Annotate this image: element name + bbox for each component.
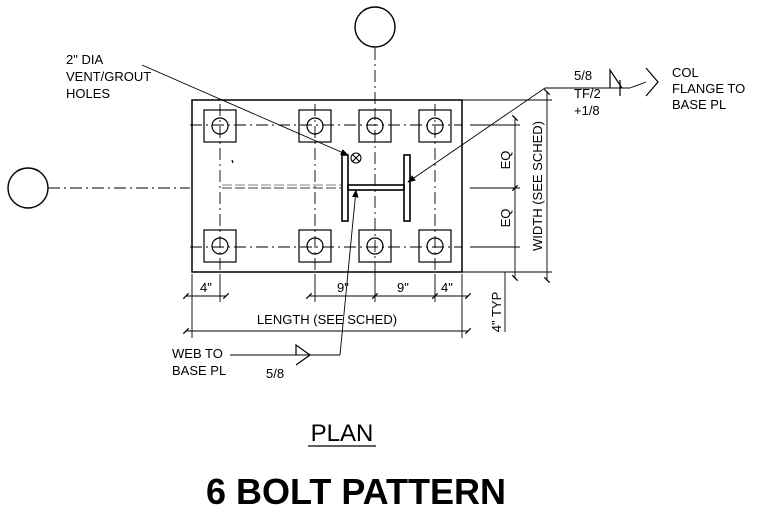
plan-title: PLAN: [311, 420, 374, 447]
weld-flange-size: 5/8: [574, 68, 592, 83]
bolt: [418, 109, 452, 143]
base-plate: [191, 99, 463, 273]
bolt: [358, 229, 392, 263]
bolt: [298, 229, 332, 263]
dim-width: [462, 88, 552, 332]
weld-symbol-flange: [609, 67, 659, 97]
typ-label: 4" TYP: [489, 292, 504, 333]
web-label-1: WEB TO: [172, 346, 223, 361]
main-title: 6 BOLT PATTERN: [206, 471, 506, 512]
vent-holes-label-3: HOLES: [66, 86, 110, 101]
bolt: [203, 109, 237, 143]
grid-bubble-top: [354, 6, 396, 48]
dim-9-a: 9": [337, 280, 349, 295]
length-label: LENGTH (SEE SCHED): [257, 312, 397, 327]
bolt: [418, 229, 452, 263]
bolt: [358, 109, 392, 143]
weld-web-size: 5/8: [266, 366, 284, 381]
weld-flange-tf: TF/2: [574, 86, 601, 101]
dim-right-4: 4": [441, 280, 453, 295]
leaders: [141, 64, 647, 356]
vent-hole: [350, 152, 362, 164]
bolt: [298, 109, 332, 143]
weld-symbol-web: [295, 343, 312, 366]
grid-bubble-left: [7, 167, 49, 209]
vent-holes-label-2: VENT/GROUT: [66, 69, 151, 84]
weld-flange-plus: +1/8: [574, 103, 600, 118]
column-section: [341, 154, 411, 222]
col-flange-label-3: BASE PL: [672, 97, 726, 112]
web-label-2: BASE PL: [172, 363, 226, 378]
eq-top-label: EQ: [498, 151, 513, 170]
width-label: WIDTH (SEE SCHED): [530, 121, 545, 251]
dim-9-b: 9": [397, 280, 409, 295]
centerlines: [48, 48, 462, 276]
eq-bottom-label: EQ: [498, 209, 513, 228]
dim-left-4: 4": [200, 280, 212, 295]
dim-length: [182, 274, 472, 338]
col-flange-label-1: COL: [672, 65, 699, 80]
bolt: [203, 229, 237, 263]
vent-holes-label-1: 2" DIA: [66, 52, 103, 67]
col-flange-label-2: FLANGE TO: [672, 81, 745, 96]
